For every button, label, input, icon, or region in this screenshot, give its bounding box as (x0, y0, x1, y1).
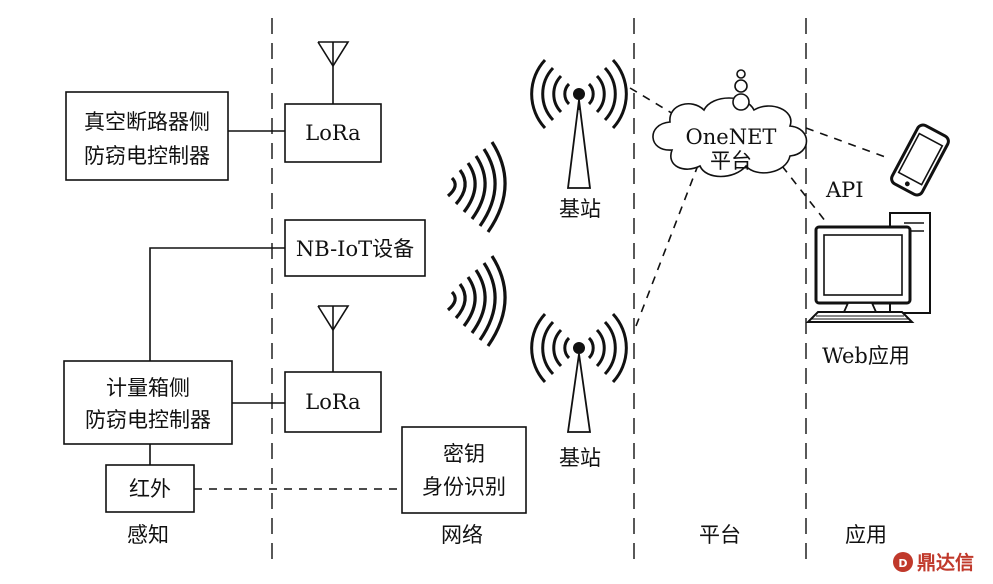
link-cloud-web (781, 165, 827, 223)
base-station-top-label: 基站 (559, 197, 601, 221)
web-app-label: Web应用 (822, 344, 910, 368)
lora-bottom-label: LoRa (305, 390, 360, 414)
smartphone-icon (890, 123, 950, 197)
nbiot-label: NB-IoT设备 (296, 237, 414, 261)
meter-box-label-line2: 防窃电控制器 (85, 408, 211, 432)
lora-bottom-box: LoRa (284, 371, 382, 433)
watermark-logo: D 鼎达信 (893, 551, 974, 574)
antenna-icon (317, 305, 350, 372)
api-label: API (825, 178, 864, 202)
antenna-icon (317, 41, 350, 104)
link-station2-cloud (635, 159, 701, 327)
meter-box-label-line1: 计量箱侧 (106, 376, 190, 400)
base-station-icon (530, 312, 628, 433)
svg-text:D: D (898, 557, 907, 570)
base-station-icon (530, 58, 628, 189)
desktop-computer-icon (805, 212, 931, 323)
cloud-label-line1: OneNET (686, 125, 777, 149)
meter-box-controller-box: 计量箱侧 防窃电控制器 (63, 360, 233, 445)
cloud-icon: OneNET 平台 (652, 69, 808, 178)
vacuum-breaker-controller-box: 真空断路器侧 防窃电控制器 (65, 91, 229, 181)
lora-top-box: LoRa (284, 103, 382, 163)
wireless-signal-icon (446, 255, 507, 347)
base-station-bottom-label: 基站 (559, 446, 601, 470)
key-identity-box: 密钥 身份识别 (401, 426, 527, 514)
lora-top-label: LoRa (305, 121, 360, 145)
link-cloud-phone (805, 127, 889, 159)
link-nbiot-meter (149, 247, 285, 361)
watermark-text: 鼎达信 (917, 551, 974, 574)
layer-label-network: 网络 (441, 523, 483, 547)
vacuum-breaker-label-line1: 真空断路器侧 (84, 110, 210, 134)
layer-label-application: 应用 (845, 523, 887, 547)
key-label-line1: 密钥 (443, 442, 485, 466)
infrared-box: 红外 (105, 464, 195, 513)
infrared-label: 红外 (129, 477, 171, 501)
wireless-signal-icon (446, 141, 507, 233)
layer-label-perception: 感知 (127, 523, 169, 547)
cloud-label-line2: 平台 (710, 149, 752, 173)
nbiot-device-box: NB-IoT设备 (284, 219, 426, 277)
key-label-line2: 身份识别 (422, 475, 506, 499)
vacuum-breaker-label-line2: 防窃电控制器 (84, 144, 210, 168)
layer-label-platform: 平台 (699, 523, 741, 547)
